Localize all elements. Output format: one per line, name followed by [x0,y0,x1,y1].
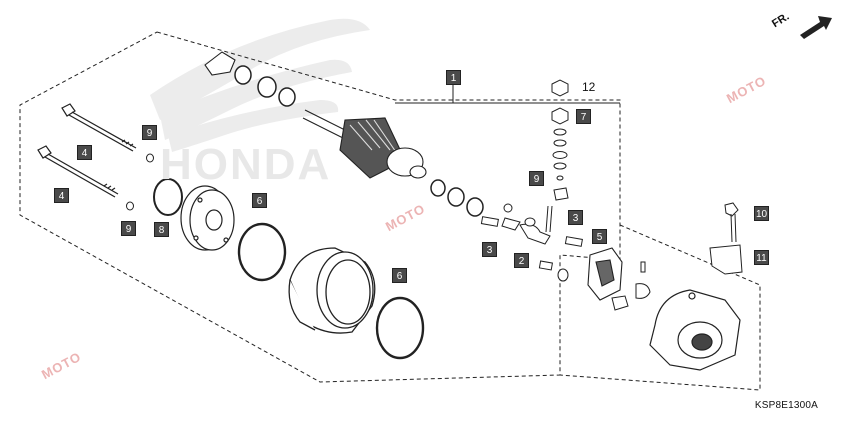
motor-yoke [288,247,376,334]
callout-6[interactable]: 6 [392,268,407,283]
brush-holder [587,247,623,301]
callout-1[interactable]: 1 [446,70,461,85]
washer-rear-2 [447,187,465,207]
callout-4[interactable]: 4 [77,145,92,160]
rear-cover [649,289,741,371]
armature [302,109,427,179]
callout-12[interactable]: 12 [582,80,596,94]
brand-logo-text: HONDA [160,140,332,189]
callout-11[interactable]: 11 [754,250,769,265]
lock-plate [204,51,236,76]
diagram-code: KSP8E1300A [754,400,818,411]
o-ring-front [153,178,183,216]
front-cover [180,185,235,251]
callout-4[interactable]: 4 [54,188,69,203]
o-ring-lower [375,296,425,360]
callout-7[interactable]: 7 [576,109,591,124]
terminal-bolt [501,205,553,245]
callout-2[interactable]: 2 [514,253,529,268]
small-screw [538,260,569,282]
front-arrow-icon [800,16,832,39]
washer-top-3 [278,87,296,107]
terminal-nut [551,79,569,125]
callout-10[interactable]: 10 [754,206,769,221]
callout-9[interactable]: 9 [529,171,544,186]
washer-small-b [126,201,134,211]
callout-9[interactable]: 9 [121,221,136,236]
long-bolt-lower [37,145,119,198]
callout-6[interactable]: 6 [252,193,267,208]
washer-rear-1 [430,179,446,197]
callout-5[interactable]: 5 [592,229,607,244]
washer-rear-3 [466,197,484,217]
washer-top-2 [257,76,277,98]
washer-small-a [146,153,154,163]
long-bolt-upper [61,103,137,152]
wing-logo-watermark [150,18,370,152]
outer-frame [559,224,761,391]
callout-8[interactable]: 8 [154,222,169,237]
washer-top-1 [234,65,252,85]
o-ring-upper [237,222,287,282]
gasket [611,295,629,311]
callout-3[interactable]: 3 [568,210,583,225]
bracket-11 [709,244,743,275]
assembly-outline [19,31,621,383]
springs [480,216,583,247]
callout-3[interactable]: 3 [482,242,497,257]
bolt-10 [724,202,739,243]
callout-9[interactable]: 9 [142,125,157,140]
